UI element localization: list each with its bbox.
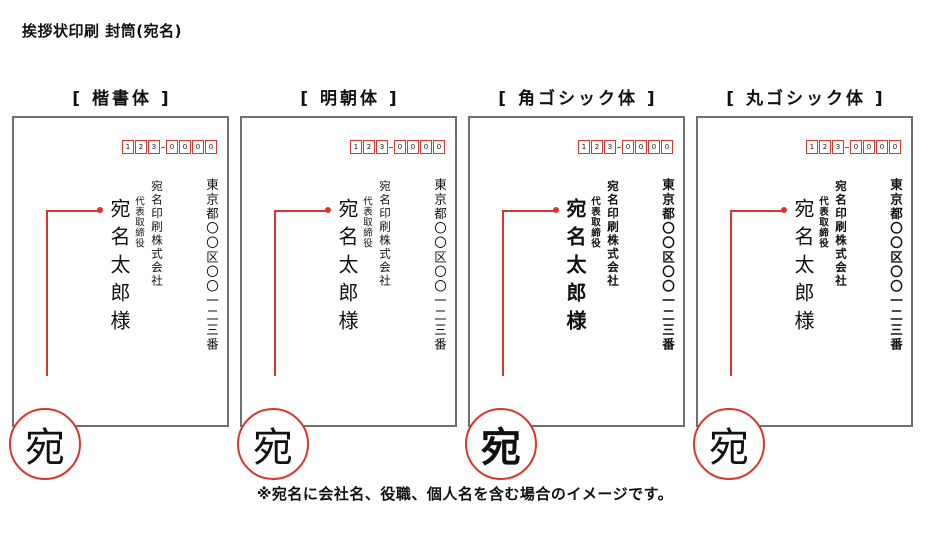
postal-digit: 0	[394, 140, 406, 154]
role-text: 代表取締役	[361, 196, 372, 249]
callout-line	[730, 210, 732, 376]
postal-code-boxes: 1 2 3 0 0 0 0	[577, 140, 673, 154]
postal-digit: 0	[889, 140, 901, 154]
postal-dash	[161, 146, 165, 148]
postal-digit: 1	[122, 140, 134, 154]
callout-dot	[325, 207, 331, 213]
callout-line	[274, 210, 276, 376]
font-sample-kaku-gothic: [ 角ゴシック体 ] 1 2 3 0 0 0 0 東京都〇〇区〇〇一二三番 宛名…	[465, 84, 688, 480]
callout-dot	[781, 207, 787, 213]
recipient-name: 宛名太郎様	[563, 198, 587, 338]
postal-digit: 0	[661, 140, 673, 154]
footnote: ※宛名に会社名、役職、個人名を含む場合のイメージです。	[256, 485, 674, 503]
font-label: [ 明朝体 ]	[300, 89, 400, 109]
postal-digit: 0	[407, 140, 419, 154]
postal-digit: 0	[205, 140, 217, 154]
postal-dash	[389, 146, 393, 148]
callout-dot	[553, 207, 559, 213]
postal-digit: 0	[179, 140, 191, 154]
postal-digit: 0	[192, 140, 204, 154]
company-text: 宛名印刷株式会社	[834, 180, 848, 288]
postal-digit: 0	[433, 140, 445, 154]
postal-digit: 2	[363, 140, 375, 154]
postal-code-boxes: 1 2 3 0 0 0 0	[349, 140, 445, 154]
envelope-preview: 1 2 3 0 0 0 0 東京都〇〇区〇〇一二三番 宛名印刷株式会社 代表取締…	[237, 116, 457, 480]
font-sample-kaisho: [ 楷書体 ] 1 2 3 0 0 0 0 東京都〇〇区〇〇一二三番 宛名印刷株…	[9, 84, 232, 480]
font-sample-maru-gothic: [ 丸ゴシック体 ] 1 2 3 0 0 0 0 東京都〇〇区〇〇一二三番 宛名…	[693, 84, 916, 480]
callout-line	[46, 210, 99, 212]
postal-digit: 1	[578, 140, 590, 154]
envelope-preview: 1 2 3 0 0 0 0 東京都〇〇区〇〇一二三番 宛名印刷株式会社 代表取締…	[465, 116, 685, 480]
role-text: 代表取締役	[133, 196, 144, 249]
recipient-name: 宛名太郎様	[335, 198, 359, 338]
postal-code-boxes: 1 2 3 0 0 0 0	[805, 140, 901, 154]
postal-digit: 0	[635, 140, 647, 154]
callout-magnifier: 宛	[9, 408, 81, 480]
postal-digit: 1	[350, 140, 362, 154]
font-sample-minchou: [ 明朝体 ] 1 2 3 0 0 0 0 東京都〇〇区〇〇一二三番 宛名印刷株…	[237, 84, 460, 480]
postal-digit: 3	[148, 140, 160, 154]
postal-digit: 0	[876, 140, 888, 154]
role-text: 代表取締役	[817, 196, 828, 249]
postal-digit: 0	[420, 140, 432, 154]
postal-digit: 3	[832, 140, 844, 154]
recipient-name: 宛名太郎様	[791, 198, 815, 338]
postal-digit: 2	[135, 140, 147, 154]
postal-digit: 0	[648, 140, 660, 154]
company-text: 宛名印刷株式会社	[378, 180, 392, 288]
postal-digit: 3	[604, 140, 616, 154]
postal-digit: 0	[622, 140, 634, 154]
callout-line	[502, 210, 504, 376]
callout-magnifier: 宛	[693, 408, 765, 480]
envelope-preview: 1 2 3 0 0 0 0 東京都〇〇区〇〇一二三番 宛名印刷株式会社 代表取締…	[9, 116, 229, 480]
address-text: 東京都〇〇区〇〇一二三番	[888, 178, 903, 352]
page-title: 挨拶状印刷 封筒(宛名)	[22, 22, 182, 40]
company-text: 宛名印刷株式会社	[606, 180, 620, 288]
postal-code-boxes: 1 2 3 0 0 0 0	[121, 140, 217, 154]
postal-digit: 2	[591, 140, 603, 154]
callout-line	[274, 210, 327, 212]
postal-dash	[617, 146, 621, 148]
font-label: [ 角ゴシック体 ]	[498, 89, 658, 109]
postal-digit: 0	[863, 140, 875, 154]
address-text: 東京都〇〇区〇〇一二三番	[204, 178, 219, 352]
postal-digit: 0	[850, 140, 862, 154]
font-label: [ 丸ゴシック体 ]	[726, 89, 886, 109]
postal-digit: 0	[166, 140, 178, 154]
envelope-preview: 1 2 3 0 0 0 0 東京都〇〇区〇〇一二三番 宛名印刷株式会社 代表取締…	[693, 116, 913, 480]
callout-line	[730, 210, 783, 212]
postal-dash	[845, 146, 849, 148]
company-text: 宛名印刷株式会社	[150, 180, 164, 288]
postal-digit: 2	[819, 140, 831, 154]
callout-line	[502, 210, 555, 212]
callout-magnifier: 宛	[465, 408, 537, 480]
recipient-name: 宛名太郎様	[107, 198, 131, 338]
callout-dot	[97, 207, 103, 213]
postal-digit: 1	[806, 140, 818, 154]
callout-magnifier: 宛	[237, 408, 309, 480]
address-text: 東京都〇〇区〇〇一二三番	[432, 178, 447, 352]
callout-line	[46, 210, 48, 376]
font-label: [ 楷書体 ]	[72, 89, 172, 109]
role-text: 代表取締役	[589, 196, 600, 249]
address-text: 東京都〇〇区〇〇一二三番	[660, 178, 675, 352]
postal-digit: 3	[376, 140, 388, 154]
